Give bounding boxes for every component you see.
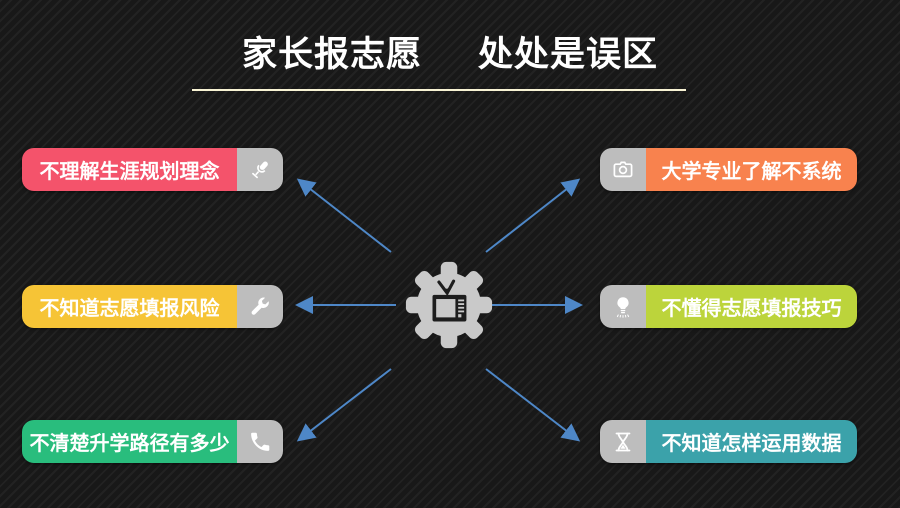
phone-icon <box>251 432 270 451</box>
arrow-top-left <box>296 178 392 253</box>
misconception-career-planning: 不理解生涯规划理念 <box>22 148 283 191</box>
arrow-bottom-left <box>296 368 392 442</box>
wrench-icon <box>251 297 269 315</box>
misconception-admission-paths: 不清楚升学路径有多少 <box>22 420 283 463</box>
misconception-data-usage: 不知道怎样运用数据 <box>600 420 857 463</box>
page-title: 家长报志愿 处处是误区 <box>0 26 900 77</box>
hourglass-icon <box>615 432 631 451</box>
page-title-part1: 家长报志愿 <box>241 35 422 74</box>
pill-label: 不懂得志愿填报技巧 <box>646 285 857 328</box>
microphone-icon <box>252 161 268 178</box>
camera-icon <box>613 161 633 177</box>
pill-label: 不理解生涯规划理念 <box>22 148 237 191</box>
lightbulb-icon <box>616 296 630 318</box>
misconception-application-risk: 不知道志愿填报风险 <box>22 285 283 328</box>
center-gear-tv-icon <box>405 261 493 349</box>
page-title-part2: 处处是误区 <box>478 35 659 74</box>
misconception-major-knowledge: 大学专业了解不系统 <box>600 148 857 191</box>
pill-label: 不清楚升学路径有多少 <box>22 420 237 463</box>
pill-label: 不知道怎样运用数据 <box>646 420 857 463</box>
arrow-top-right <box>485 178 581 253</box>
pill-label: 大学专业了解不系统 <box>646 148 857 191</box>
pill-label: 不知道志愿填报风险 <box>22 285 237 328</box>
misconception-application-skills: 不懂得志愿填报技巧 <box>600 285 857 328</box>
tv-icon <box>432 279 467 322</box>
title-underline <box>192 89 686 91</box>
arrow-bottom-right <box>485 368 581 442</box>
